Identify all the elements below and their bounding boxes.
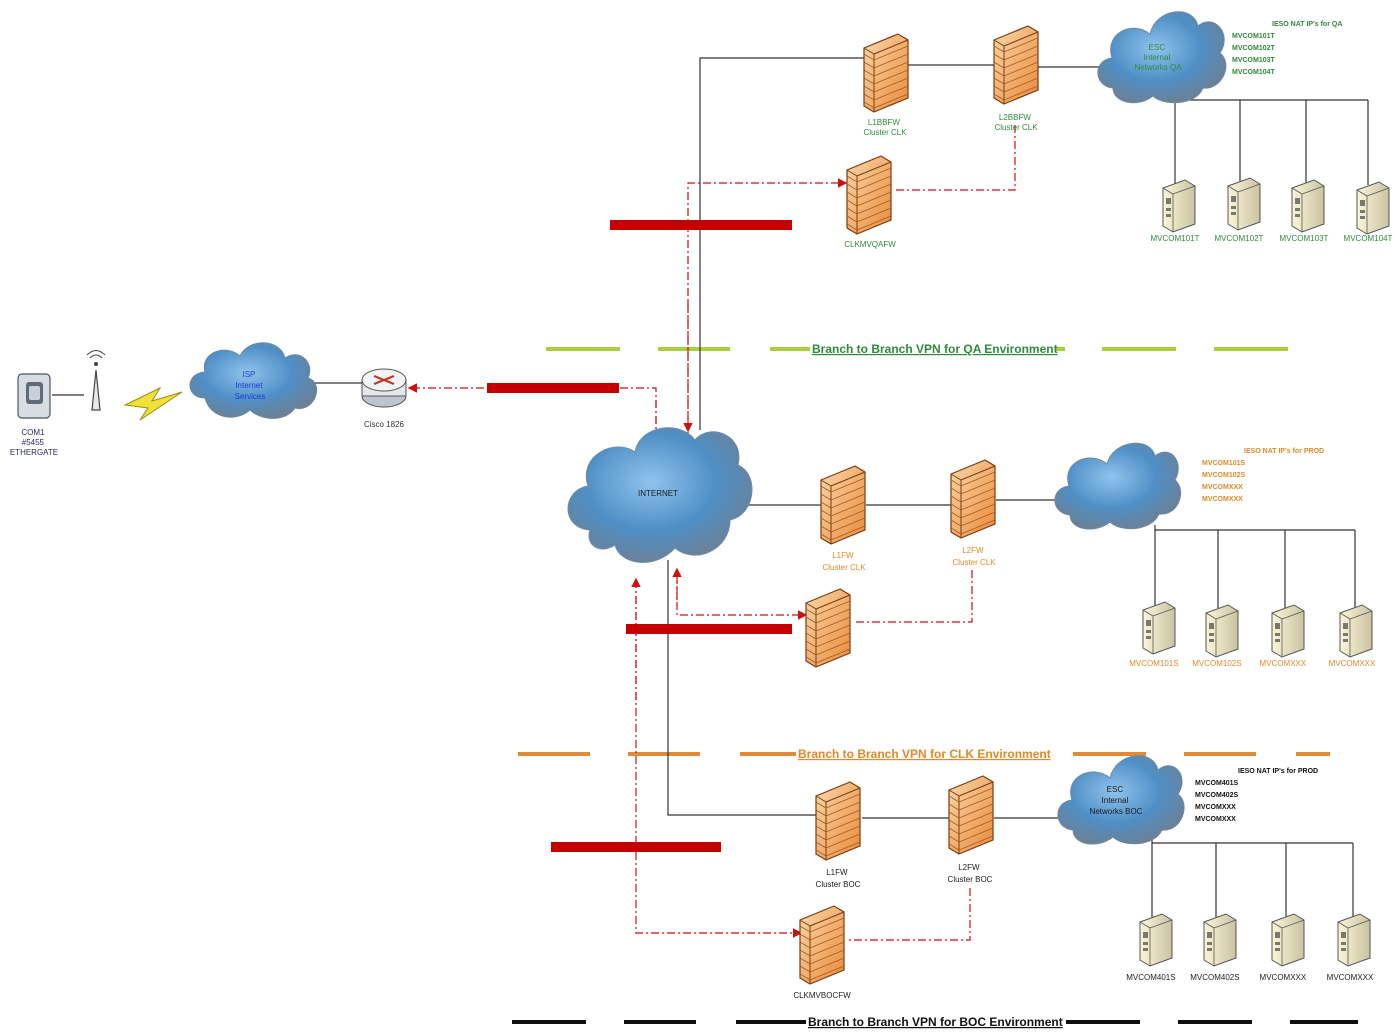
qa-vpn-fw-label: CLKMVQAFW — [844, 240, 896, 249]
isp-cloud-icon — [189, 342, 318, 419]
prod-server-labels: MVCOM101S MVCOM102S MVCOMXXX MVCOMXXX — [1129, 659, 1376, 668]
qa-server-3-icon — [1291, 179, 1325, 233]
qa-fw1-icon — [863, 33, 909, 113]
prod-server-4-icon — [1339, 604, 1373, 658]
isp-cloud-label: ISP Internet Services — [235, 370, 266, 401]
qa-vpn-bar — [610, 220, 792, 230]
internet-cloud-icon — [567, 427, 753, 563]
boc-fw2-label: L2FW Cluster BOC — [948, 863, 993, 884]
boc-cloud-icon — [1057, 755, 1185, 845]
prod-cloud-icon — [1054, 442, 1181, 530]
qa-server-2-icon — [1227, 177, 1261, 231]
boc-server-3-icon — [1271, 913, 1305, 967]
network-links — [52, 57, 1369, 920]
boc-vpn-fw-label: CLKMVBOCFW — [793, 991, 851, 1000]
boc-nat-title: IESO NAT IP's for PROD — [1238, 768, 1318, 775]
qa-nat-list: MVCOM101T MVCOM102T MVCOM103T MVCOM104T — [1232, 33, 1277, 76]
qa-cloud-label: ESC Internal Networks QA — [1134, 43, 1182, 72]
qa-server-1-icon — [1162, 179, 1196, 233]
boc-fw1-label: L1FW Cluster BOC — [816, 868, 861, 889]
prod-server-3-icon — [1271, 604, 1305, 658]
clk-section-title: Branch to Branch VPN for CLK Environment — [798, 747, 1051, 761]
com1-label: COM1 #5455 ETHERGATE — [10, 428, 58, 457]
qa-server-4-icon — [1356, 181, 1390, 235]
red-bars — [487, 220, 792, 852]
prod-fw2-icon — [950, 459, 996, 539]
boc-fw2-icon — [948, 775, 994, 855]
prod-vpn-bar — [626, 624, 792, 634]
prod-server-2-icon — [1205, 604, 1239, 658]
prod-nat-title: IESO NAT IP's for PROD — [1244, 448, 1324, 455]
qa-vpn-fw-icon — [846, 155, 892, 235]
boc-vpn-bar — [551, 842, 721, 852]
qa-fw2-icon — [993, 25, 1039, 105]
internet-label: INTERNET — [638, 489, 678, 498]
prod-vpn-fw-icon — [805, 588, 851, 668]
boc-server-4-icon — [1337, 913, 1371, 967]
router-icon — [361, 368, 407, 408]
qa-fw1-label: L1BBFW Cluster CLK — [863, 118, 907, 137]
router-label: Cisco 1826 — [364, 420, 405, 429]
com1-device-icon — [17, 373, 51, 419]
boc-server-labels: MVCOM401S MVCOM402S MVCOMXXX MVCOMXXX — [1126, 973, 1374, 982]
qa-nat-title: IESO NAT IP's for QA — [1272, 21, 1342, 28]
prod-server-1-icon — [1142, 601, 1176, 655]
firewalls — [799, 25, 1039, 985]
qa-server-labels: MVCOM101T MVCOM102T MVCOM103T MVCOM104T — [1151, 234, 1393, 243]
client-vpn-bar — [487, 383, 619, 393]
prod-fw2-label: L2FW Cluster CLK — [952, 546, 996, 567]
antenna-icon — [86, 350, 106, 411]
qa-section-title: Branch to Branch VPN for QA Environment — [812, 342, 1058, 356]
boc-server-1-icon — [1139, 913, 1173, 967]
qa-cloud-icon — [1097, 11, 1227, 104]
boc-cloud-label: ESC Internal Networks BOC — [1090, 785, 1143, 816]
servers — [1139, 177, 1390, 967]
qa-fw2-label: L2BBFW Cluster CLK — [994, 113, 1038, 132]
boc-vpn-fw-icon — [799, 905, 845, 985]
boc-fw1-icon — [815, 781, 861, 861]
wireless-lightning-icon — [123, 386, 183, 421]
boc-section-title: Branch to Branch VPN for BOC Environment — [808, 1015, 1063, 1029]
boc-nat-list: MVCOM401S MVCOM402S MVCOMXXX MVCOMXXX — [1195, 780, 1240, 823]
prod-fw1-label: L1FW Cluster CLK — [822, 551, 866, 572]
prod-nat-list: MVCOM101S MVCOM102S MVCOMXXX MVCOMXXX — [1202, 460, 1247, 503]
prod-fw1-icon — [820, 465, 866, 545]
boc-server-2-icon — [1203, 913, 1237, 967]
